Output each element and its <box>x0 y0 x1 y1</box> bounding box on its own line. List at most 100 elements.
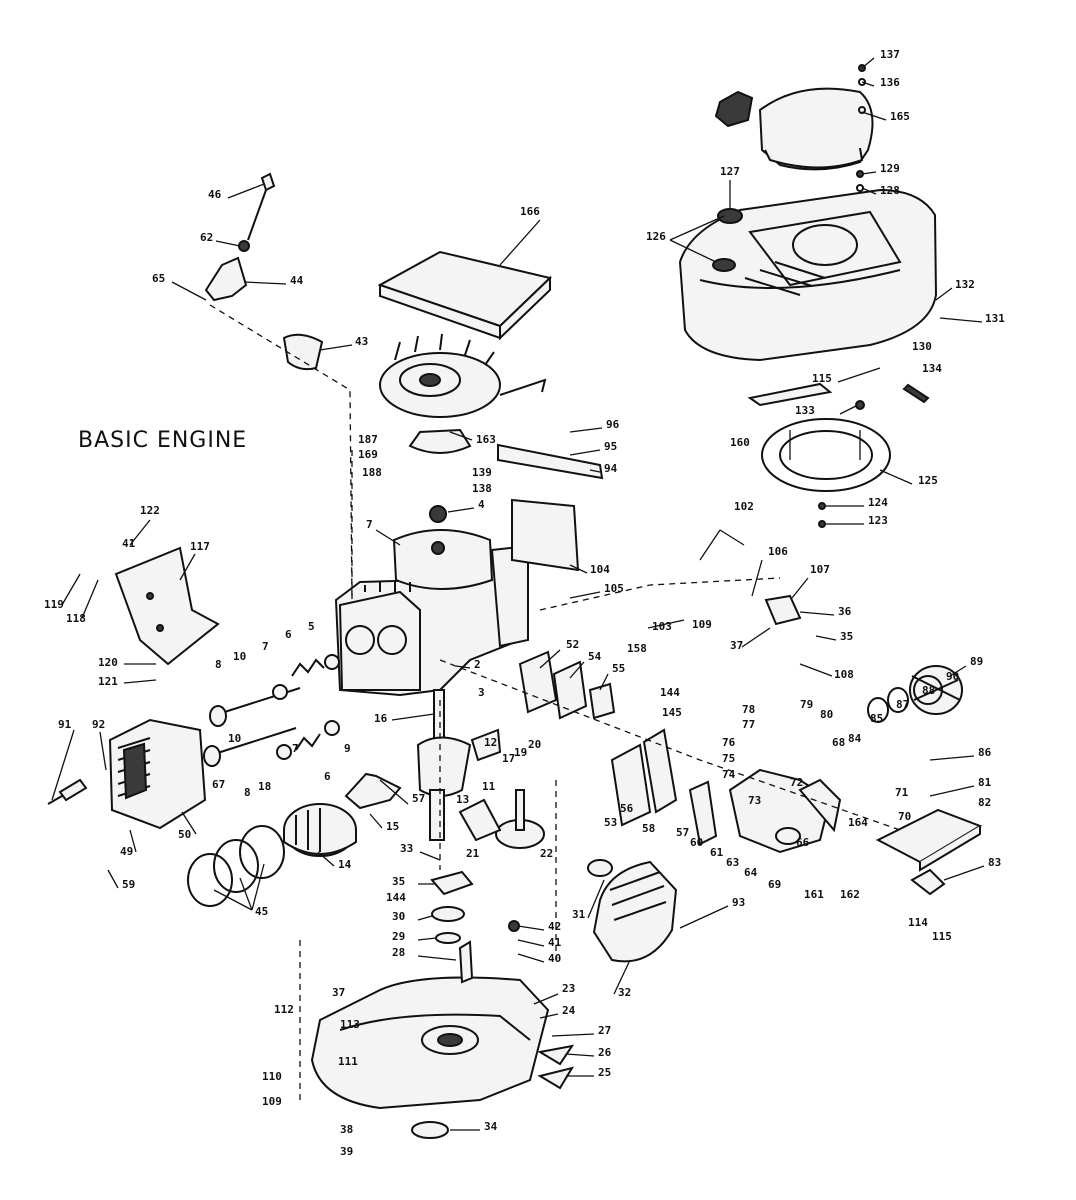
part-number-2: 2 <box>474 658 481 671</box>
flywheel <box>379 333 547 454</box>
part-number-88: 88 <box>922 684 935 697</box>
gaskets <box>518 650 616 720</box>
part-number-162: 162 <box>840 888 860 901</box>
part-number-109: 109 <box>262 1095 282 1108</box>
part-number-38: 38 <box>340 1123 353 1136</box>
valves-and-springs <box>203 654 340 767</box>
part-number-113: 113 <box>340 1018 360 1031</box>
part-number-16: 16 <box>374 712 388 725</box>
part-number-10: 10 <box>233 650 246 663</box>
part-number-49: 49 <box>120 845 133 858</box>
blower-housing <box>678 188 938 362</box>
part-number-92: 92 <box>92 718 105 731</box>
connecting-rod <box>344 772 402 810</box>
part-number-55: 55 <box>612 662 625 675</box>
part-number-104: 104 <box>590 563 610 576</box>
part-number-59: 59 <box>122 878 135 891</box>
part-number-5: 5 <box>308 620 315 633</box>
part-number-44: 44 <box>290 274 304 287</box>
part-number-91: 91 <box>58 718 72 731</box>
part-number-138: 138 <box>472 482 492 495</box>
crankcase-cover <box>310 940 550 1139</box>
part-number-95: 95 <box>604 440 617 453</box>
part-number-74: 74 <box>722 768 736 781</box>
part-number-105: 105 <box>604 582 624 595</box>
part-number-65: 65 <box>152 272 165 285</box>
part-number-115: 115 <box>932 930 952 943</box>
part-number-131: 131 <box>985 312 1005 325</box>
part-number-67: 67 <box>212 778 225 791</box>
part-number-117: 117 <box>190 540 210 553</box>
part-number-84: 84 <box>848 732 862 745</box>
part-number-120: 120 <box>98 656 118 669</box>
part-number-56: 56 <box>620 802 634 815</box>
part-number-11: 11 <box>482 780 496 793</box>
part-number-28: 28 <box>392 946 405 959</box>
part-number-78: 78 <box>742 703 755 716</box>
part-number-33: 33 <box>400 842 413 855</box>
part-number-80: 80 <box>820 708 833 721</box>
part-number-8: 8 <box>244 786 251 799</box>
part-number-188: 188 <box>362 466 382 479</box>
baffle-94 <box>497 443 604 572</box>
part-number-27: 27 <box>598 1024 611 1037</box>
oil-pump-parts <box>430 870 575 1090</box>
cylinder-block <box>334 505 529 697</box>
part-number-112: 112 <box>274 1003 294 1016</box>
air-filter-element <box>377 250 553 341</box>
part-number-86: 86 <box>978 746 992 759</box>
part-number-163: 163 <box>476 433 496 446</box>
part-number-110: 110 <box>262 1070 282 1083</box>
part-number-127: 127 <box>720 165 740 178</box>
part-number-10: 10 <box>228 732 241 745</box>
recoil-starter <box>714 87 874 171</box>
oil-fill-tube <box>204 172 324 371</box>
part-number-4: 4 <box>478 498 485 511</box>
part-number-160: 160 <box>730 436 750 449</box>
part-number-79: 79 <box>800 698 813 711</box>
shield-117 <box>114 546 220 666</box>
part-number-53: 53 <box>604 816 617 829</box>
part-number-121: 121 <box>98 675 118 688</box>
screen-ring <box>761 418 891 492</box>
part-number-130: 130 <box>912 340 932 353</box>
part-number-50: 50 <box>178 828 191 841</box>
part-number-62: 62 <box>200 231 213 244</box>
part-number-137: 137 <box>880 48 900 61</box>
piston-rings <box>187 825 285 907</box>
part-number-68: 68 <box>832 736 845 749</box>
part-number-6: 6 <box>324 770 331 783</box>
part-number-133: 133 <box>795 404 815 417</box>
part-number-158: 158 <box>627 642 647 655</box>
leader-lines <box>51 57 985 1131</box>
part-number-187: 187 <box>358 433 378 446</box>
part-number-122: 122 <box>140 504 160 517</box>
part-number-43: 43 <box>355 335 368 348</box>
part-number-40: 40 <box>548 952 561 965</box>
part-number-96: 96 <box>606 418 620 431</box>
diagram-title: BASIC ENGINE <box>78 428 247 453</box>
part-number-169: 169 <box>358 448 378 461</box>
camshaft-gear <box>458 789 545 849</box>
spark-plug <box>47 778 88 805</box>
misc-small-parts-right-top <box>747 382 930 528</box>
part-number-69: 69 <box>768 878 781 891</box>
muffler-14 <box>283 803 357 857</box>
part-number-76: 76 <box>722 736 736 749</box>
part-number-35: 35 <box>840 630 853 643</box>
part-number-25: 25 <box>598 1066 611 1079</box>
assembly-lines <box>209 304 901 1100</box>
part-number-37: 37 <box>730 639 743 652</box>
part-number-132: 132 <box>955 278 975 291</box>
cylinder-head <box>108 718 207 830</box>
part-number-123: 123 <box>868 514 888 527</box>
part-number-126: 126 <box>646 230 666 243</box>
part-number-107: 107 <box>810 563 830 576</box>
part-number-85: 85 <box>870 712 883 725</box>
part-number-18: 18 <box>258 780 271 793</box>
part-number-129: 129 <box>880 162 900 175</box>
part-number-102: 102 <box>734 500 754 513</box>
part-number-37: 37 <box>332 986 345 999</box>
part-number-12: 12 <box>484 736 497 749</box>
part-number-106: 106 <box>768 545 788 558</box>
